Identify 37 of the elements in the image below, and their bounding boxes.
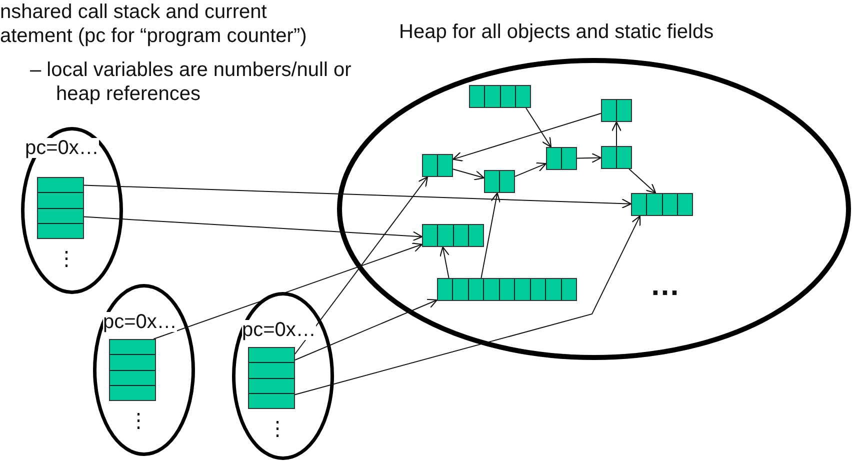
heap-object <box>437 278 577 301</box>
arrow <box>452 168 485 180</box>
stack-frame <box>37 177 84 239</box>
ellipsis-dots: ⋮ <box>56 249 76 269</box>
arrow <box>526 108 552 148</box>
arrow <box>294 298 438 360</box>
stack-frame <box>248 347 295 409</box>
arrow <box>294 176 428 354</box>
stack-frame <box>109 339 156 401</box>
arrow <box>576 152 602 163</box>
bullet-text: – local variables are numbers/null or heap references <box>30 58 352 106</box>
arrow <box>84 216 423 242</box>
pc-label: pc=0x… <box>25 138 99 158</box>
ellipsis-dots: ⋮ <box>128 411 148 431</box>
pc-label: pc=0x… <box>242 320 316 340</box>
arrow <box>440 246 450 278</box>
arrow <box>480 192 501 278</box>
heap-object <box>601 99 632 122</box>
pc-label: pc=0x… <box>103 312 177 332</box>
heap-object <box>422 224 484 247</box>
heap-object <box>601 146 632 169</box>
arrow <box>514 162 547 177</box>
heap-object <box>469 85 531 108</box>
heap-heading: Heap for all objects and static fields <box>399 22 714 42</box>
description-text: nshared call stack and current atement (pc for “program counter”) <box>0 0 308 48</box>
heap-object <box>546 147 577 170</box>
arrow <box>628 168 656 194</box>
arrow <box>84 184 632 209</box>
ellipsis-dots: … <box>650 268 680 304</box>
heap-object <box>422 154 453 177</box>
arrow <box>153 242 423 340</box>
ellipsis-dots: ⋮ <box>268 419 288 439</box>
arrow <box>452 112 602 162</box>
heap-object <box>484 170 515 193</box>
heap-object <box>631 193 693 216</box>
arrow <box>294 215 641 396</box>
arrow <box>611 121 622 146</box>
